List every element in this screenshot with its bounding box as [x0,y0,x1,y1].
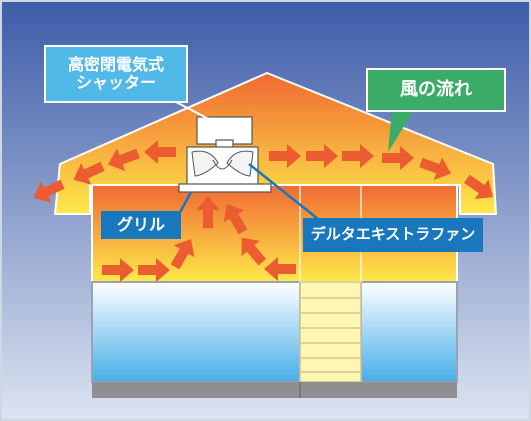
arrow-icon [269,144,301,168]
staircase [299,281,362,383]
exhaust-fan-label: デルタエキストラファン [310,225,476,244]
shutter-label: 高密閉電気式 シャッター [45,46,187,102]
foundation [92,382,457,398]
arrow-icon [138,258,170,282]
wind-label-tail [388,109,415,152]
arrow-icon [464,174,494,199]
arrow-icon [170,239,195,270]
shutter-label-line2: シャッター [75,73,156,92]
airflow-arrows [33,140,494,282]
arrow-icon [241,237,267,266]
arrow-icon [223,204,248,235]
arrow-icon [102,258,134,282]
arrow-icon [144,140,176,164]
lower-room-right [360,281,458,383]
arrow-icon [382,146,414,170]
grille-label-bg [101,211,181,239]
fan-pointer [248,163,319,220]
shutter-label-line1: 高密閉電気式 [67,54,164,74]
arrow-icon [33,179,65,203]
wind-flow-label: 風の流れ [400,78,472,100]
grille-plate [178,183,272,193]
shutter-pointer [175,101,225,128]
arrow-icon [73,161,105,185]
arrow-icon [306,144,338,168]
arrow-icon [342,144,374,168]
wind-label-bg [366,68,506,112]
grille-label: グリル [116,214,165,234]
arrow-icon [264,257,296,281]
arrow-icon [419,157,452,180]
arrow-icon [196,196,220,228]
shutter-label-bg [44,45,188,103]
lower-room-left [91,281,301,383]
arrow-icon [107,148,140,171]
fan-icon [186,116,259,186]
fan-label-bg [303,218,483,252]
